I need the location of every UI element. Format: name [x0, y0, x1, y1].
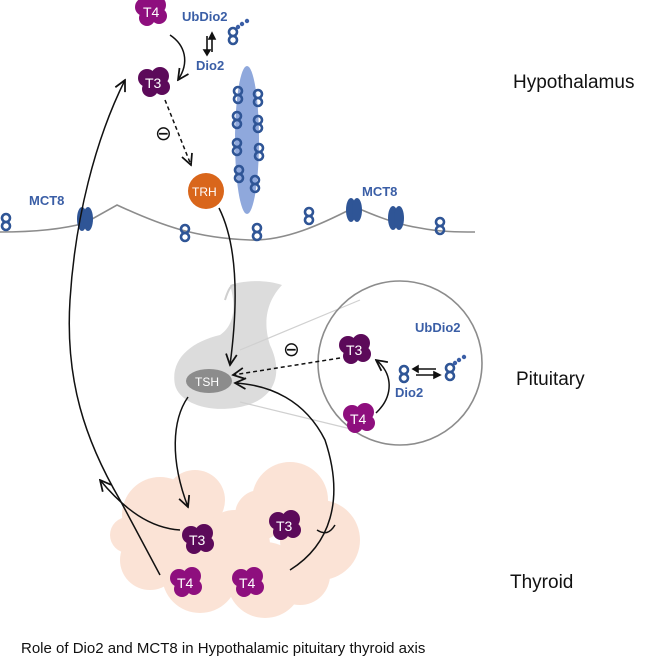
svg-text:T4: T4 — [177, 575, 194, 591]
ubdio2-label: UbDio2 — [182, 9, 228, 24]
svg-text:T4: T4 — [350, 411, 367, 427]
t3-inhibits-trh-arrow — [164, 99, 191, 165]
mct8-label: MCT8 — [29, 193, 64, 208]
dio2-icon — [0, 212, 12, 232]
svg-text:T3: T3 — [145, 75, 162, 91]
pituitary-inset-circle — [317, 280, 483, 446]
dio2-icon — [434, 216, 446, 236]
inhibition-icon: ⊖ — [155, 121, 172, 145]
thyroid-to-pituitary-arrow — [235, 383, 335, 571]
svg-text:T3: T3 — [189, 532, 206, 548]
equilibrium-arrows-icon — [411, 364, 442, 380]
mct8-transporter-icon — [388, 206, 404, 230]
region-label-hypothalamus: Hypothalamus — [513, 72, 634, 93]
t4-hormone-hypothalamus: T4 — [135, 0, 167, 26]
svg-text:T3: T3 — [276, 518, 293, 534]
svg-text:T4: T4 — [239, 575, 256, 591]
t3-hormone-hypothalamus: T3 — [138, 67, 170, 97]
t4-hormone-thyroid-right: T4 — [232, 567, 264, 597]
trh-hormone: TRH — [188, 173, 224, 209]
svg-text:T3: T3 — [346, 342, 363, 358]
t3-hormone-thyroid-left: T3 — [182, 524, 214, 554]
dio2-icon — [398, 364, 410, 384]
inset-t4-to-t3-arrow — [376, 360, 390, 414]
trh-to-tsh-arrow — [218, 207, 235, 365]
ubdio2-icon — [444, 353, 468, 382]
dio2-icon — [251, 222, 263, 242]
mct8-label: MCT8 — [362, 184, 397, 199]
t3-hormone-thyroid-right: T3 — [269, 510, 301, 540]
t4-to-t3-arrow — [169, 34, 185, 80]
thyroid-to-hypothalamus-arrow — [68, 80, 161, 576]
region-label-thyroid: Thyroid — [510, 572, 573, 593]
figure-caption: Role of Dio2 and MCT8 in Hypothalamic pi… — [21, 640, 425, 657]
dio2-label: Dio2 — [196, 58, 224, 73]
t4-hormone-pituitary-inset: T4 — [343, 403, 375, 433]
region-label-pituitary: Pituitary — [516, 369, 585, 390]
tsh-to-thyroid-arrow — [174, 396, 188, 507]
thyroid-t3-release-line — [100, 480, 181, 531]
thyroid-t3-return-line — [316, 524, 336, 534]
inhibition-icon: ⊖ — [283, 337, 300, 361]
svg-text:TSH: TSH — [195, 375, 219, 389]
mct8-transporter-icon — [346, 198, 362, 222]
t3-hormone-pituitary-inset: T3 — [339, 334, 371, 364]
cell-membrane — [0, 204, 476, 241]
t4-hormone-thyroid-left: T4 — [170, 567, 202, 597]
ubdio2-icon — [227, 17, 251, 46]
dio2-icon — [179, 223, 191, 243]
dio2-inset-label: Dio2 — [395, 385, 423, 400]
thyroid-gland — [110, 462, 360, 618]
ubdio2-inset-label: UbDio2 — [415, 320, 461, 335]
svg-text:TRH: TRH — [192, 185, 217, 199]
tsh-hormone: TSH — [186, 369, 232, 393]
equilibrium-arrows-icon — [202, 31, 217, 57]
dio2-icon — [303, 206, 315, 226]
svg-text:T4: T4 — [143, 4, 160, 20]
